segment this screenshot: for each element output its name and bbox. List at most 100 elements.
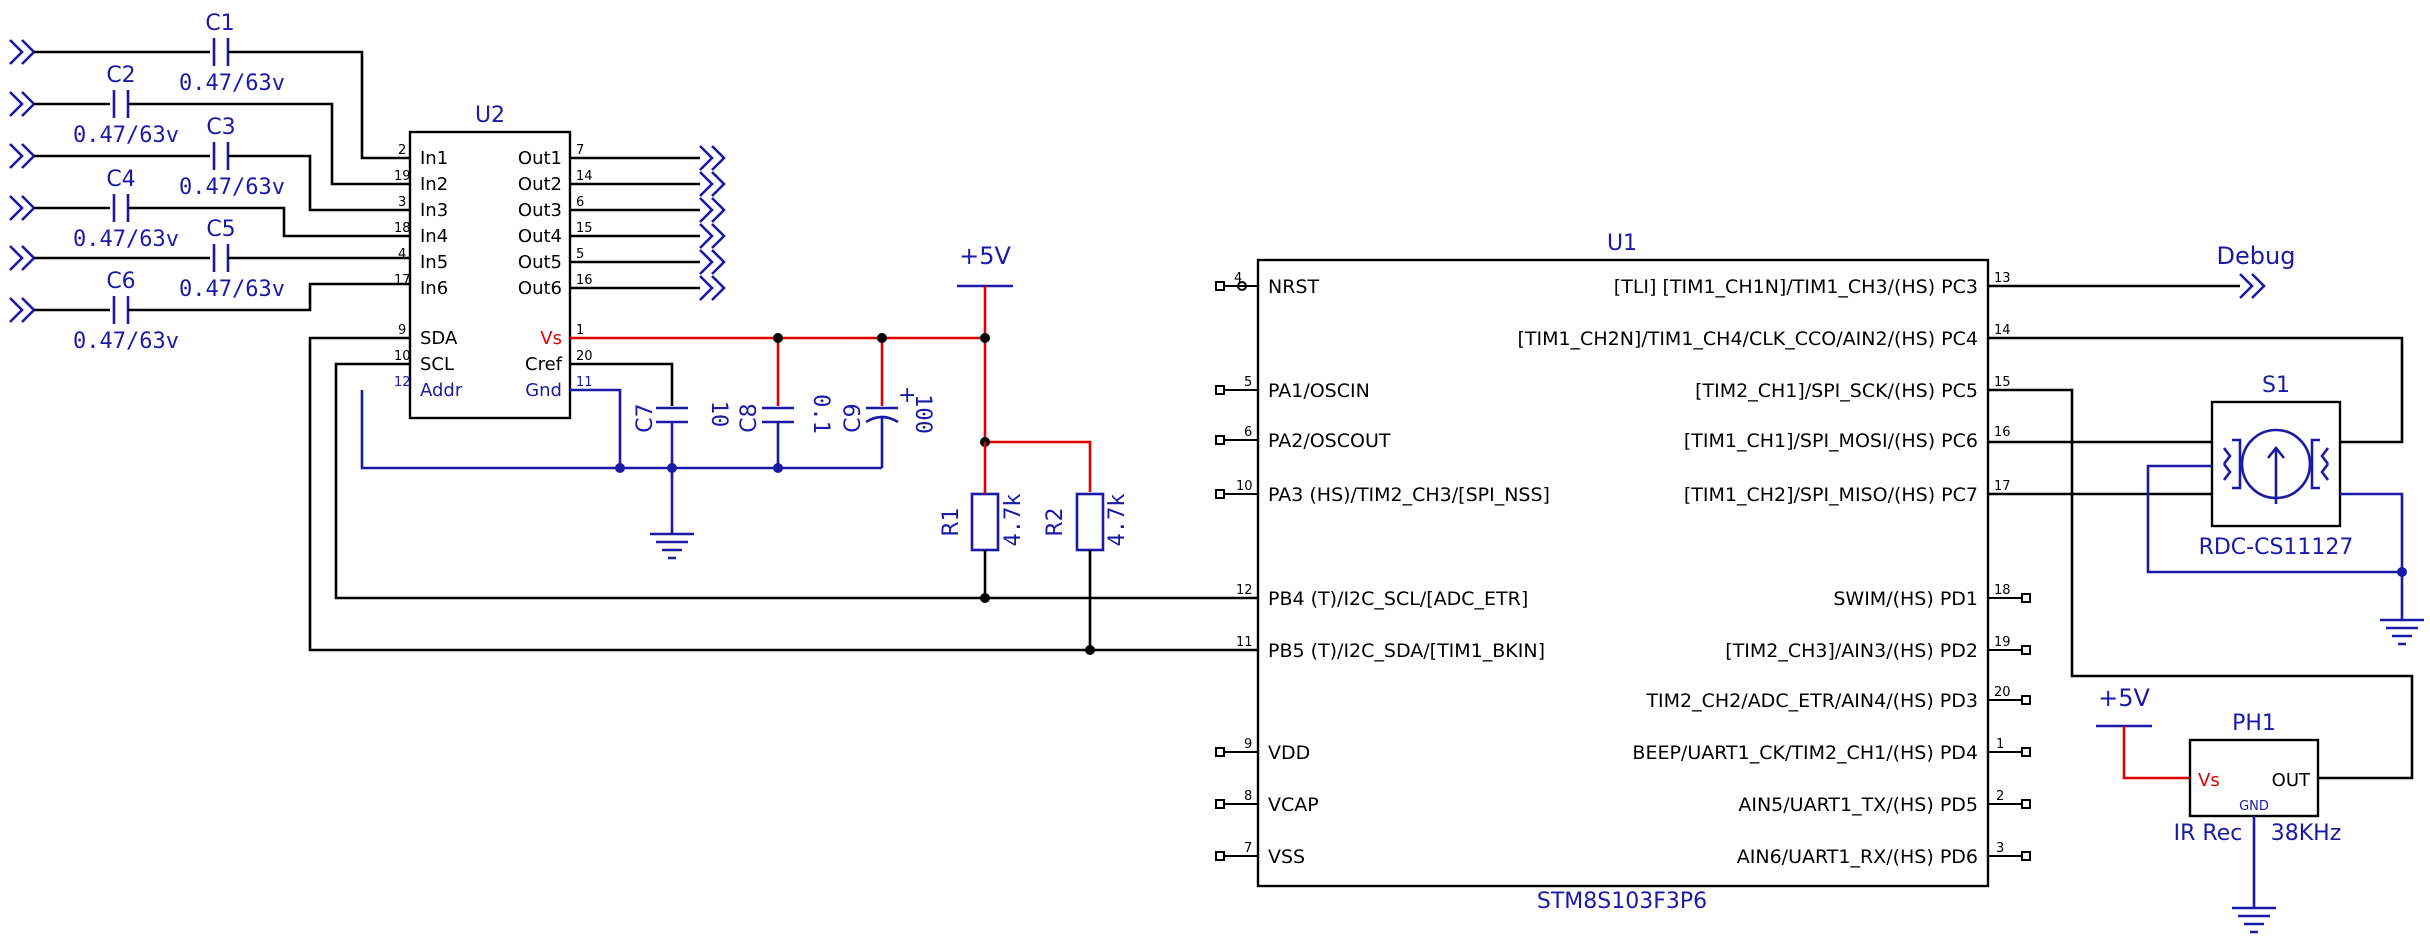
capacitor-c5: [212, 244, 410, 272]
u2-pin-in4: In4: [420, 226, 448, 247]
ph1-part-b: 38KHz: [2271, 821, 2342, 846]
u1-num-6: 6: [1244, 425, 1252, 440]
capacitor-c2: [112, 90, 410, 186]
u2-num-6: 6: [576, 195, 584, 210]
u2-num-11: 11: [576, 375, 593, 390]
c4-ref: C4: [106, 167, 135, 192]
u1-num-4: 4: [1234, 271, 1242, 286]
u1-pin-pd6: AIN6/UART1_RX/(HS) PD6: [1737, 846, 1978, 868]
c8-value: 0.1: [808, 394, 833, 434]
c9-value: 100: [910, 394, 935, 434]
rotary-encoder-icon: [2222, 428, 2330, 504]
u2-num-2: 2: [398, 143, 406, 158]
u2-num-10: 10: [394, 349, 411, 364]
input-connector-5: [9, 245, 36, 271]
u2-num-18: 18: [394, 221, 411, 236]
u1-pin-vcap: VCAP: [1268, 794, 1319, 816]
u1-pin-pd5: AIN5/UART1_TX/(HS) PD5: [1738, 794, 1978, 816]
s1-part: RDC-CS11127: [2199, 535, 2354, 560]
u1-num-9: 9: [1244, 737, 1252, 752]
u2-num-5: 5: [576, 247, 584, 262]
c2-ref: C2: [106, 63, 135, 88]
u2-num-20: 20: [576, 349, 593, 364]
u2-num-9: 9: [398, 323, 406, 338]
u2-num-16: 16: [576, 273, 593, 288]
u1-num-19: 19: [1994, 635, 2011, 650]
u2-pin-in5: In5: [420, 252, 448, 273]
c6-value: 0.47/63v: [73, 329, 179, 354]
input-connector-4: [9, 195, 36, 221]
u2-pin-out3: Out3: [518, 200, 562, 221]
debug-label: Debug: [2217, 242, 2296, 270]
c9-ref: C9: [841, 403, 866, 432]
u1-pin-vdd: VDD: [1268, 742, 1310, 764]
u2-num-3: 3: [398, 195, 406, 210]
u2-pin-in1: In1: [420, 148, 448, 169]
u1-pin-pc6: [TIM1_CH1]/SPI_MOSI/(HS) PC6: [1684, 430, 1978, 452]
right-section: Debug S1 RDC-CS11127 PH1 Vs OUT GND IR R…: [1988, 242, 2424, 934]
u2-supply: +5V C7 10 C8 0.1 C9 + 100: [360, 242, 1092, 560]
ph1-part-a: IR Rec: [2174, 821, 2243, 846]
c1-value: 0.47/63v: [179, 71, 285, 96]
c9-polarity: +: [898, 383, 916, 408]
u1-pin-vss: VSS: [1268, 846, 1305, 868]
debug-connector: [2239, 273, 2266, 299]
u1-pin-pc5: [TIM2_CH1]/SPI_SCK/(HS) PC5: [1695, 380, 1978, 402]
ph1-power-label: +5V: [2098, 684, 2150, 712]
r2-ref: R2: [1043, 507, 1068, 536]
u1-pin-pd2: [TIM2_CH3]/AIN3/(HS) PD2: [1725, 640, 1978, 662]
u2-pin-out2: Out2: [518, 174, 562, 195]
u1-pin-pc4: [TIM1_CH2N]/TIM1_CH4/CLK_CCO/AIN2/(HS) P…: [1517, 328, 1978, 350]
u1-pin-pa3: PA3 (HS)/TIM2_CH3/[SPI_NSS]: [1268, 484, 1550, 506]
u2-chip: U2 In1 In2 In3 In4 In5 In6 SDA SCL Addr …: [394, 103, 726, 420]
capacitor-c4: [112, 194, 410, 238]
input-connector-6: [9, 297, 36, 323]
u1-chip: U1 STM8S103F3P6 NRST PA1/OSCIN PA2/OSCOU…: [1215, 231, 2031, 914]
u2-pin-in6: In6: [420, 278, 448, 299]
u1-ref: U1: [1607, 231, 1637, 256]
ph1-pin-gnd: GND: [2239, 799, 2269, 814]
u1-pin-pc7: [TIM1_CH2]/SPI_MISO/(HS) PC7: [1684, 484, 1978, 506]
c3-value: 0.47/63v: [179, 175, 285, 200]
u2-pin-gnd: Gnd: [525, 380, 562, 401]
c5-ref: C5: [206, 217, 235, 242]
u1-num-2: 2: [1996, 789, 2004, 804]
u2-pin-in2: In2: [420, 174, 448, 195]
u2-pin-out6: Out6: [518, 278, 562, 299]
u2-pin-out4: Out4: [518, 226, 562, 247]
s1-ref: S1: [2262, 373, 2290, 398]
u1-pin-pd1: SWIM/(HS) PD1: [1833, 588, 1978, 610]
u1-num-12: 12: [1236, 583, 1253, 598]
c7-value: 10: [706, 401, 731, 428]
input-connector-3: [9, 143, 36, 169]
u2-num-15: 15: [576, 221, 593, 236]
c7-ref: C7: [633, 403, 658, 432]
c4-value: 0.47/63v: [73, 227, 179, 252]
c5-value: 0.47/63v: [179, 277, 285, 302]
u1-part: STM8S103F3P6: [1537, 889, 1707, 914]
c6-ref: C6: [106, 269, 135, 294]
r2-value: 4.7k: [1105, 494, 1130, 547]
u2-pin-scl: SCL: [420, 354, 454, 375]
input-section: C1 0.47/63v C2 0.47/63v C3 0.47/63v C4 0…: [9, 11, 410, 354]
u1-num-17: 17: [1994, 479, 2011, 494]
input-connector-1: [9, 39, 36, 65]
u2-pin-addr: Addr: [420, 380, 463, 401]
c3-ref: C3: [206, 115, 235, 140]
u1-pin-pc3: [TLI] [TIM1_CH1N]/TIM1_CH3/(HS) PC3: [1614, 276, 1978, 298]
u1-pin-pb5: PB5 (T)/I2C_SDA/[TIM1_BKIN]: [1268, 640, 1545, 662]
i2c-section: R1 4.7k R2 4.7k: [308, 336, 1258, 655]
r1-value: 4.7k: [1001, 494, 1026, 547]
u1-num-11: 11: [1236, 635, 1253, 650]
power-5v-label: +5V: [959, 242, 1011, 270]
u2-num-1: 1: [576, 323, 584, 338]
u2-pin-vs: Vs: [540, 328, 562, 349]
u2-num-19: 19: [394, 169, 411, 184]
u1-num-8: 8: [1244, 789, 1252, 804]
ph1-pin-out: OUT: [2272, 770, 2311, 791]
u2-pin-cref: Cref: [525, 354, 563, 375]
u1-pin-nrst: NRST: [1268, 276, 1319, 298]
u1-num-16: 16: [1994, 425, 2011, 440]
u2-pin-out1: Out1: [518, 148, 562, 169]
